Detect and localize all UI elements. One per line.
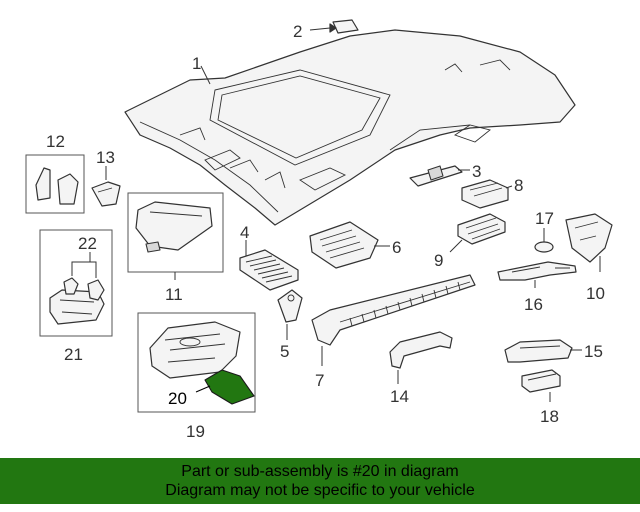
banner-line-2: Diagram may not be specific to your vehi…	[165, 482, 475, 499]
callout-17[interactable]: 17	[535, 209, 554, 228]
leader-20	[195, 385, 211, 393]
leader-22	[71, 252, 97, 278]
sun-visor-part-11[interactable]	[135, 201, 213, 253]
vent-part-9[interactable]	[457, 213, 506, 245]
callout-18[interactable]: 18	[540, 407, 559, 426]
bracket-part-5[interactable]	[277, 289, 303, 323]
callout-10[interactable]: 10	[586, 284, 605, 303]
grille-part-4[interactable]	[239, 249, 299, 291]
cap-part-18[interactable]	[521, 369, 561, 393]
parts-diagram: 1 2 3 8 9 17 10 16 6	[25, 19, 613, 441]
callout-20[interactable]: 20	[168, 389, 187, 408]
callout-3[interactable]: 3	[472, 162, 481, 181]
bracket-part-10[interactable]	[565, 213, 613, 263]
callout-14[interactable]: 14	[390, 387, 409, 406]
callout-19[interactable]: 19	[186, 422, 205, 441]
box-12	[25, 154, 85, 214]
leader-2	[309, 27, 331, 31]
callout-21[interactable]: 21	[64, 345, 83, 364]
bulb-part-22[interactable]	[63, 277, 105, 301]
info-banner: Part or sub-assembly is #20 in diagram D…	[0, 458, 640, 504]
grommet-part-17[interactable]	[534, 241, 554, 253]
bracket-part-8[interactable]	[461, 179, 509, 209]
callout-6[interactable]: 6	[392, 238, 401, 257]
bracket-part-16[interactable]	[497, 261, 577, 281]
callout-15[interactable]: 15	[584, 342, 603, 361]
callout-7[interactable]: 7	[315, 371, 324, 390]
arrow-2	[329, 23, 337, 33]
leader-1	[200, 65, 211, 85]
bracket-part-3[interactable]	[409, 165, 463, 187]
callout-2[interactable]: 2	[293, 22, 302, 41]
box-19	[137, 312, 256, 413]
box-21	[39, 229, 113, 337]
callout-9[interactable]: 9	[434, 251, 443, 270]
banner-line-1: Part or sub-assembly is #20 in diagram	[181, 463, 459, 480]
rail-part-15[interactable]	[504, 339, 573, 363]
callout-4[interactable]: 4	[240, 223, 249, 242]
callout-8[interactable]: 8	[514, 176, 523, 195]
overhead-console-part-19[interactable]	[149, 321, 241, 379]
callout-16[interactable]: 16	[524, 295, 543, 314]
highlight-part-20[interactable]	[204, 369, 255, 405]
leader-8	[505, 185, 513, 189]
callout-11[interactable]: 11	[165, 285, 183, 304]
console-part-6[interactable]	[309, 221, 379, 269]
callout-22[interactable]: 22	[78, 234, 97, 253]
pad-part[interactable]	[332, 19, 359, 34]
callout-12[interactable]: 12	[46, 132, 65, 151]
grab-handle-part-14[interactable]	[389, 331, 453, 369]
callout-1[interactable]: 1	[192, 54, 201, 73]
clip-part-12[interactable]	[35, 167, 79, 205]
headliner-part[interactable]	[124, 29, 576, 226]
callout-13[interactable]: 13	[96, 148, 115, 167]
clip-part-13[interactable]	[91, 181, 121, 207]
leader-9	[449, 239, 463, 253]
rail-part-7[interactable]	[311, 274, 476, 346]
callout-5[interactable]: 5	[280, 342, 289, 361]
